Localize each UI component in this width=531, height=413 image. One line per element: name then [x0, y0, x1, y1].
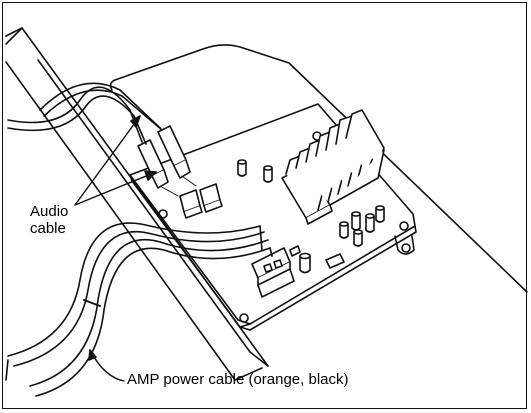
audio-cable-label-line1: Audio — [30, 203, 69, 220]
amp-power-cable-label: AMP power cable (orange, black) — [127, 371, 349, 388]
amp-power-cable — [7, 222, 273, 397]
audio-cable — [7, 82, 163, 145]
callout-arrowheads — [88, 115, 157, 361]
rca-jacks — [179, 183, 223, 219]
screw-hole — [239, 313, 249, 323]
board-components — [237, 159, 385, 298]
figure-frame — [2, 2, 527, 409]
audio-cable-label-line2: cable — [30, 220, 66, 237]
screw-hole — [399, 221, 409, 231]
audio-cable-plugs — [137, 125, 197, 197]
screw-hole — [158, 209, 168, 219]
mounting-panel — [109, 44, 528, 293]
audio-cable-label: Audio cable — [30, 203, 68, 237]
heat-sink — [281, 109, 385, 225]
